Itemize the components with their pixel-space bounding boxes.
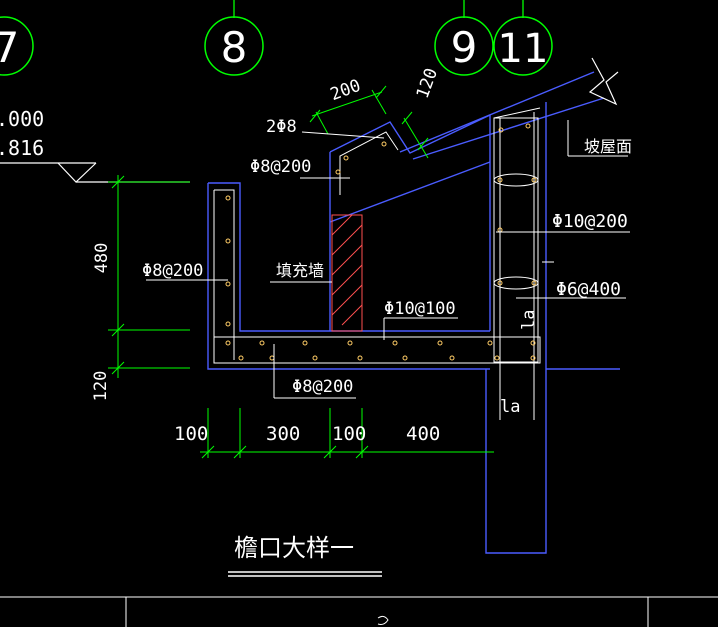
axis-circle-8 (204, 16, 264, 76)
dimension-texts: 200 120 480 120 100 300 100 400 (91, 66, 442, 445)
rebar-la-1: la (519, 310, 539, 330)
dim-120-slant: 120 (413, 66, 442, 102)
rebar-2phi8: 2Φ8 (266, 117, 297, 137)
break-line (588, 57, 619, 106)
axis-label-11: 11 (498, 26, 549, 72)
dim-480: 480 (92, 243, 112, 274)
rebar-phi10-200: Φ10@200 (552, 211, 628, 232)
axis-circle-11 (493, 16, 553, 76)
dim-200-top: 200 (328, 76, 364, 105)
infill-wall-hatch (331, 214, 363, 332)
elevation-top: .000 (0, 107, 44, 131)
axis-label-7: 7 (0, 23, 19, 72)
rebar-phi8-200-left: Φ8@200 (142, 261, 203, 281)
axis-markers: 8 9 11 7 (0, 0, 553, 76)
dim-100-b: 100 (332, 423, 366, 445)
rebar-la-2: la (500, 397, 520, 417)
leader-lines (146, 120, 630, 399)
concrete-outline (207, 71, 620, 554)
labels: 填充墙 坡屋面 檐口大样一 (228, 137, 632, 577)
rebar-phi8-200-top: Φ8@200 (250, 157, 311, 177)
rebar-lines (213, 107, 541, 420)
elevation-marker: .000 .816 (0, 107, 190, 183)
axis-label-8: 8 (221, 23, 248, 72)
dim-400: 400 (406, 423, 440, 445)
rebar-annotations: 2Φ8 Φ8@200 Φ8@200 Φ8@200 Φ10@100 Φ10@200… (142, 117, 628, 417)
dim-120: 120 (91, 371, 111, 402)
label-sloped-roof: 坡屋面 (584, 137, 632, 156)
dim-100-a: 100 (174, 423, 208, 445)
rebar-phi8-200-bottom: Φ8@200 (292, 377, 353, 397)
elevation-bottom: .816 (0, 136, 44, 160)
bottom-frame (0, 596, 718, 627)
detail-title: 檐口大样一 (234, 534, 354, 562)
rebar-dots (225, 123, 537, 361)
rebar-phi6-400: Φ6@400 (556, 279, 621, 300)
dim-300: 300 (266, 423, 300, 445)
axis-label-9: 9 (451, 23, 478, 72)
rebar-phi10-100: Φ10@100 (384, 299, 456, 319)
axis-circle-9 (434, 16, 494, 76)
label-infill-wall: 填充墙 (276, 261, 324, 280)
axis-circle-7 (0, 16, 34, 76)
dimension-lines (108, 85, 494, 459)
